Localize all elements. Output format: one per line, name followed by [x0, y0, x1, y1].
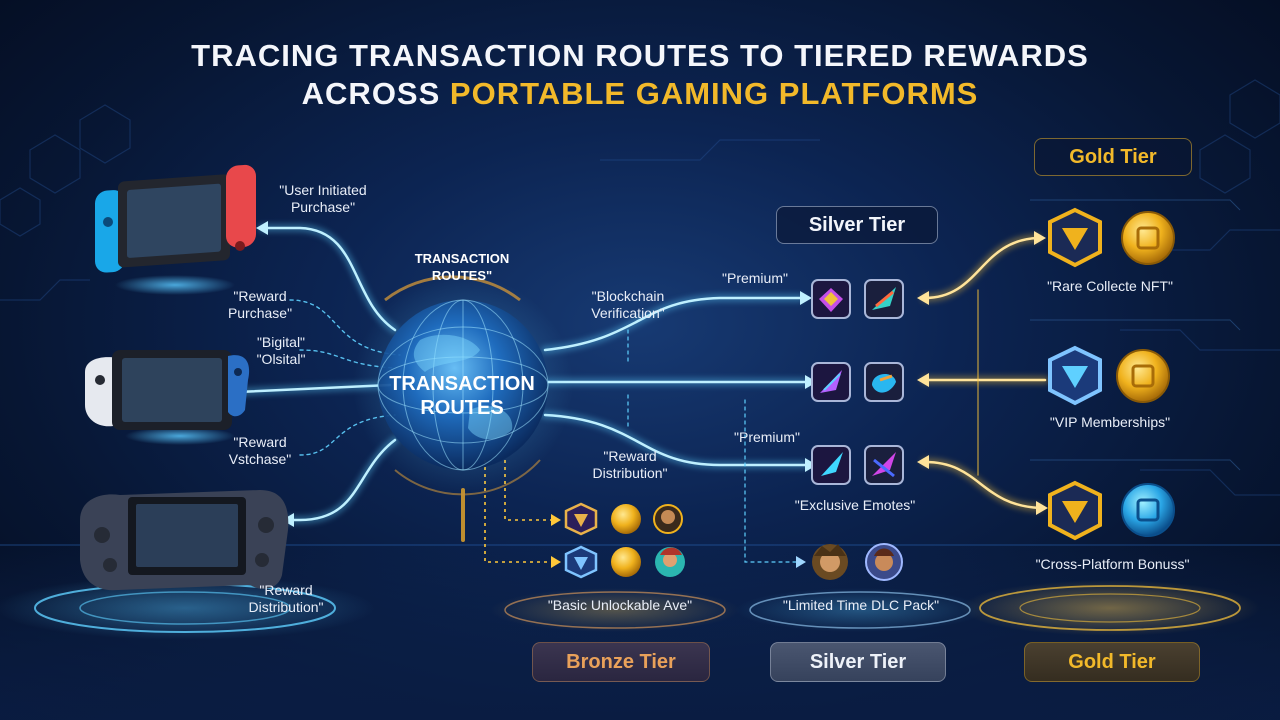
label-limited-dlc: "Limited Time DLC Pack" [782, 597, 940, 613]
silver-tier-button: Silver Tier [770, 642, 946, 682]
label-rare-nft: "Rare Collecte NFT" [1047, 278, 1173, 294]
handheld-console-deck-icon [80, 490, 289, 591]
silver-reward-icons [811, 279, 904, 485]
label-basic-unlockable: "Basic Unlockable Ave" [547, 597, 693, 613]
bronze-tier-button: Bronze Tier [532, 642, 710, 682]
page-title-line1: TRACING TRANSACTION ROUTES TO TIERED REW… [191, 38, 1089, 73]
gold-reward-icons [1048, 207, 1175, 541]
gold-tier-button: Gold Tier [1024, 642, 1200, 682]
page-title-line2: ACROSS PORTABLE GAMING PLATFORMS [301, 76, 979, 111]
label-premium-bottom: "Premium" [734, 429, 800, 445]
label-vip-memberships: "VIP Memberships" [1049, 414, 1171, 430]
floor-ring-gold [960, 580, 1260, 636]
handheld-console-pc-icon [85, 350, 250, 445]
globe-icon [353, 275, 573, 496]
bronze-route-lines [461, 460, 561, 568]
label-cross-platform-bonus: "Cross-Platform Bonuss" [1035, 556, 1190, 572]
handheld-console-switch-icon [95, 164, 256, 295]
floor-ring-left [0, 576, 375, 640]
right-route-lines [541, 291, 817, 568]
label-exclusive-emotes: "Exclusive Emotes" [794, 497, 916, 513]
gold-reward-panels [1030, 199, 1241, 471]
label-premium-top: "Premium" [722, 270, 788, 286]
gold-route-lines [917, 231, 1049, 515]
floor-ring-bronze [490, 588, 740, 632]
gold-tier-heading: Gold Tier [1034, 138, 1192, 176]
silver-avatar-icons [812, 543, 903, 581]
label-bigital: "Bigital""Olsital" [256, 334, 306, 367]
background-circuit-pattern [0, 79, 1280, 496]
bronze-reward-icons [564, 502, 685, 579]
silver-tier-heading: Silver Tier [776, 206, 938, 244]
page-title-accent: PORTABLE GAMING PLATFORMS [449, 76, 979, 111]
